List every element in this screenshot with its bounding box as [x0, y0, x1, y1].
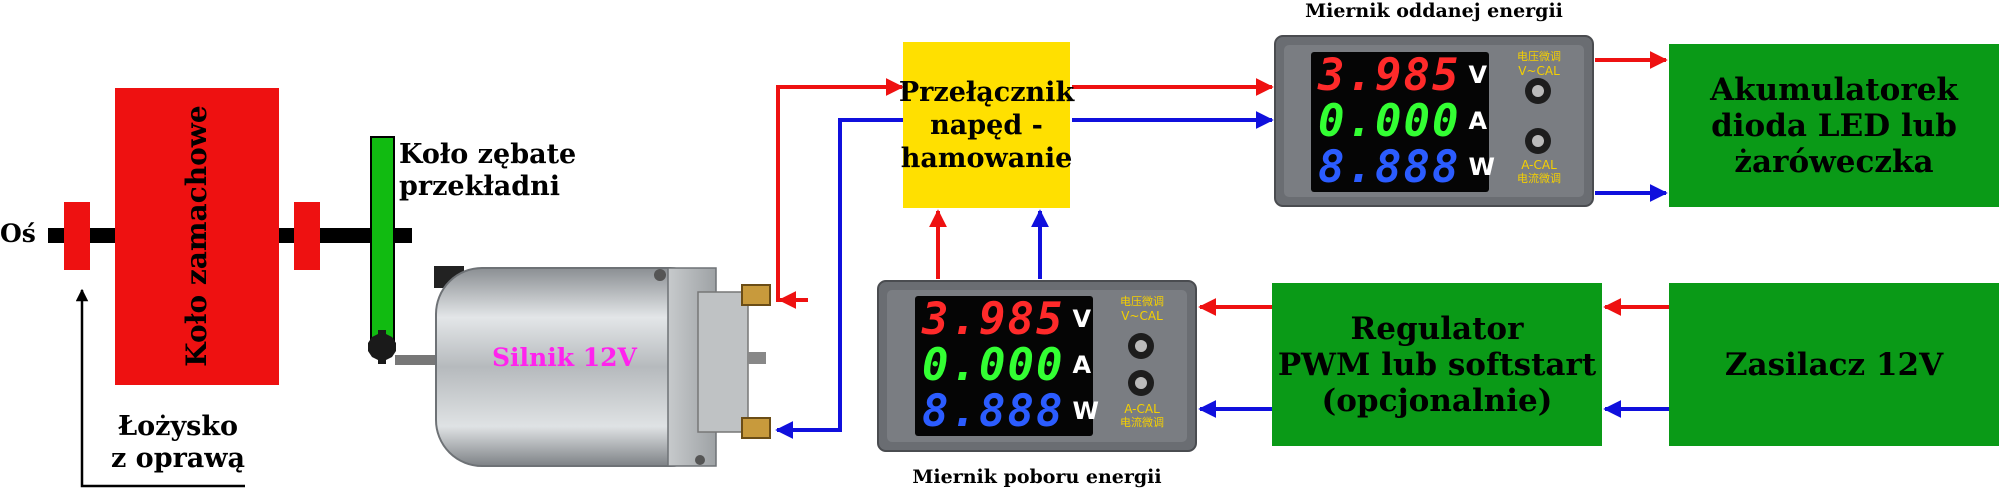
in-meter-cal-top: 电压微调 V~CAL — [1103, 295, 1181, 323]
bearing-right — [294, 202, 320, 270]
in-meter-title: Miernik poboru energii — [912, 466, 1162, 488]
switch-label: Przełącznik napęd - hamowanie — [899, 42, 1074, 208]
regulator-label: Regulator PWM lub softstart (opcjonalnie… — [1272, 283, 1602, 446]
switch-label-line2: napęd - — [930, 109, 1043, 141]
gear-label-line2: przekładni — [399, 171, 560, 202]
out-meter-v-value: 3.985 — [1318, 49, 1461, 101]
switch-box — [903, 42, 1070, 208]
bearing-label-line2: z oprawą — [110, 443, 246, 474]
psu-box — [1669, 283, 1999, 446]
in-meter-w-unit: W — [1072, 397, 1099, 425]
out-meter-cal-top: 电压微调 V~CAL — [1500, 50, 1578, 78]
in-meter-vcal: V~CAL — [1121, 309, 1163, 323]
switch-label-line3: hamowanie — [900, 142, 1073, 174]
bearing-pointer-arrow — [75, 288, 245, 488]
flywheel-label: Koło zamachowe — [180, 105, 213, 366]
wire-switch-motor-blue — [775, 118, 903, 439]
in-meter-display: 3.985 V 0.000 A 8.888 W — [922, 293, 1099, 437]
out-meter-a-value: 0.000 — [1318, 95, 1461, 147]
out-meter-title: Miernik oddanej energii — [1305, 0, 1563, 22]
gear-label: Koło zębate przekładni — [399, 139, 576, 203]
motor-label: Silnik 12V — [492, 343, 637, 372]
bearing-left — [64, 202, 90, 270]
battery-box — [1669, 44, 1999, 207]
out-meter-cn-bottom: 电流微调 — [1517, 172, 1561, 185]
flywheel — [115, 88, 279, 385]
in-meter-cn-top: 电压微调 — [1120, 295, 1164, 308]
psu-label: Zasilacz 12V — [1669, 283, 1999, 446]
in-meter-acal: A-CAL — [1124, 402, 1160, 416]
out-meter-display: 3.985 V 0.000 A 8.888 W — [1318, 49, 1495, 193]
in-meter-a-unit: A — [1072, 351, 1092, 379]
psu-label-text: Zasilacz 12V — [1724, 346, 1944, 383]
in-meter-cal-bottom: A-CAL 电流微调 — [1103, 402, 1181, 430]
in-meter-v-unit: V — [1072, 305, 1092, 333]
battery-label: Akumulatorek dioda LED lub żaróweczka — [1669, 44, 1999, 207]
axis-label: Oś — [0, 219, 36, 248]
bearing-label-line1: Łożysko — [117, 411, 239, 442]
battery-label-line3: żaróweczka — [1734, 143, 1934, 180]
out-meter-vcal: V~CAL — [1518, 64, 1560, 78]
gear-bar — [370, 136, 395, 348]
regulator-label-line1: Regulator — [1350, 310, 1524, 347]
out-meter-v-unit: V — [1468, 61, 1488, 89]
gear-label-line1: Koło zębate — [399, 139, 577, 170]
out-meter-a-unit: A — [1468, 107, 1488, 135]
motor — [368, 266, 771, 467]
in-meter-w-value: 8.888 — [922, 385, 1065, 437]
in-meter-cn-bottom: 电流微调 — [1120, 416, 1164, 429]
regulator-label-line2: PWM lub softstart — [1277, 346, 1597, 383]
regulator-label-line3: (opcjonalnie) — [1321, 382, 1553, 419]
bearing-label: Łożysko z oprawą — [103, 411, 253, 475]
out-meter-panel — [1274, 35, 1594, 207]
switch-label-line1: Przełącznik — [898, 76, 1075, 108]
in-meter-panel — [877, 280, 1197, 452]
motor-pinion — [368, 330, 396, 364]
out-meter-w-unit: W — [1468, 153, 1495, 181]
battery-label-line2: dioda LED lub — [1711, 107, 1957, 144]
in-meter-v-value: 3.985 — [922, 293, 1065, 345]
regulator-box — [1272, 283, 1602, 446]
out-meter-w-value: 8.888 — [1318, 141, 1461, 193]
out-meter-acal: A-CAL — [1521, 158, 1557, 172]
out-meter-cal-bottom: A-CAL 电流微调 — [1500, 158, 1578, 186]
out-meter-cn-top: 电压微调 — [1517, 50, 1561, 63]
in-meter-a-value: 0.000 — [922, 339, 1065, 391]
battery-label-line1: Akumulatorek — [1710, 71, 1958, 108]
